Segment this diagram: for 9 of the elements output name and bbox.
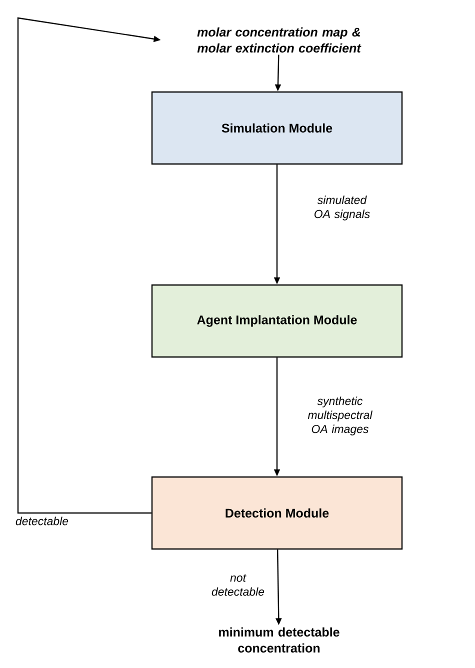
node-text: molar concentration map & molar extinction coefficient (197, 27, 362, 53)
module-box: Simulation Module (151, 91, 403, 165)
edge-label: detectable (16, 516, 68, 526)
module-box: Agent Implantation Module (151, 284, 403, 358)
edge-label: not detectable (212, 574, 264, 596)
edge-label: synthetic multispectral OA images (308, 396, 373, 436)
module-box: Detection Module (151, 476, 403, 550)
node-text: minimum detectable concentration (219, 627, 340, 653)
edge-label: simulated OA signals (314, 196, 370, 220)
